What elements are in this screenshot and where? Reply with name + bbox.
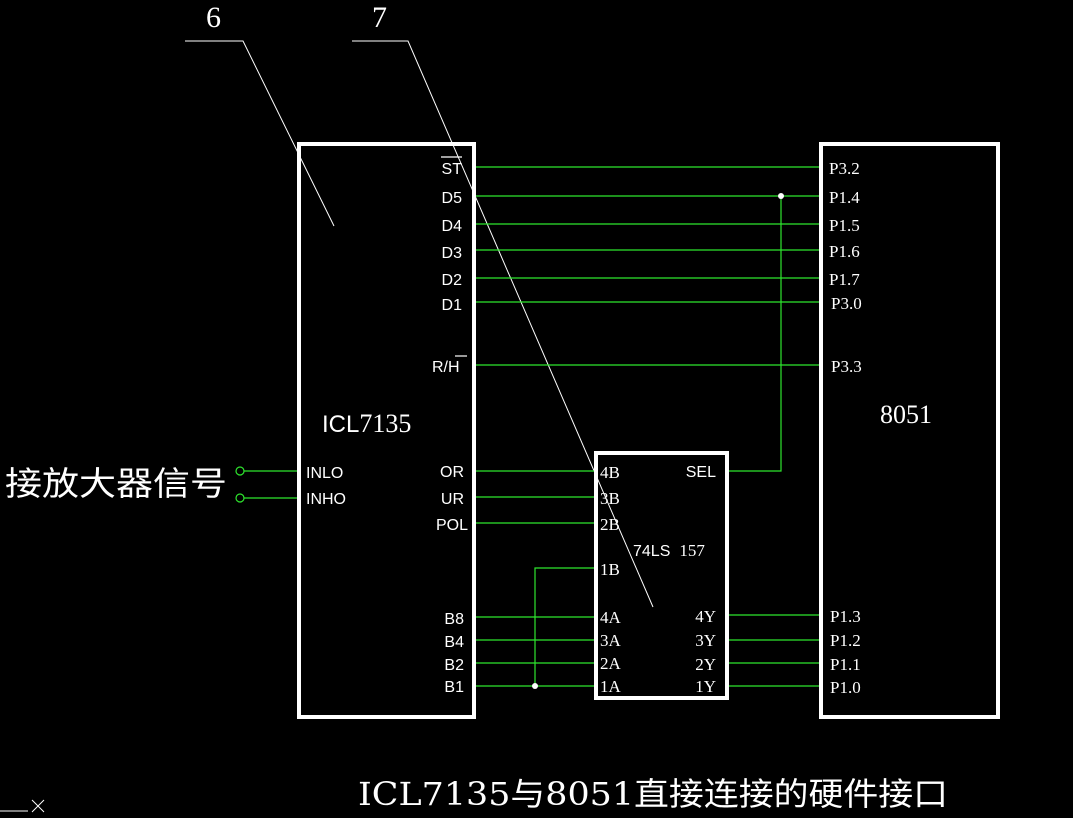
callout-7-label: 7 [372,1,387,34]
pin-1b: 1B [600,560,620,579]
figure-caption: ICL7135与8051直接连接的硬件接口 [358,775,948,813]
terminal-inlo-icon [235,466,245,476]
ucs-corner-icon [0,799,45,813]
pin-b4: B4 [444,634,464,651]
pin-b2: B2 [444,657,464,674]
pin-d5: D5 [442,190,463,207]
pin-d3: D3 [442,245,463,262]
pin-p17: P1.7 [829,270,860,289]
pin-d2: D2 [442,272,463,289]
callout-6: 6 [185,1,335,227]
input-signal-label: 接放大器信号 [5,464,227,503]
callout-6-leader [185,40,335,227]
pin-4y: 4Y [695,607,716,626]
callout-6-label: 6 [206,1,221,34]
pin-inho: INHO [306,491,346,508]
pin-p30: P3.0 [831,294,862,313]
pin-ur: UR [441,491,464,508]
pin-3y: 3Y [695,631,716,650]
pin-p32: P3.2 [829,159,860,178]
pin-p12: P1.2 [830,631,861,650]
wire-sel-p14 [727,196,782,472]
pin-b1: B1 [444,679,464,696]
terminal-inho-icon [235,493,245,503]
mcu8051-outline [819,142,1000,719]
wires [235,166,820,687]
icl7135-outline [297,142,476,719]
pin-sel: SEL [686,464,716,481]
junction-dot-b1 [532,683,538,689]
pin-1y: 1Y [695,677,716,696]
mcu8051-name: 8051 [880,400,932,429]
junction-dot-p14 [778,193,784,199]
pin-p10: P1.0 [830,678,861,697]
pin-p11: P1.1 [830,655,861,674]
pin-2y: 2Y [695,655,716,674]
pin-d4: D4 [442,218,463,235]
pin-p33: P3.3 [831,357,862,376]
pin-2a: 2A [600,654,622,673]
pin-b8: B8 [444,611,464,628]
pin-p16: P1.6 [829,242,860,261]
pin-1a: 1A [600,677,622,696]
pin-inlo: INLO [306,465,343,482]
icl7135-name: ICL7135 [322,409,411,438]
pin-p15: P1.5 [829,216,860,235]
pin-rh: R/H [432,359,460,376]
pin-or: OR [440,464,464,481]
wire-1b-b1 [534,567,596,686]
pin-3a: 3A [600,631,622,650]
pin-p13: P1.3 [830,607,861,626]
callout-7-leader [352,40,654,608]
pin-d1: D1 [442,297,463,314]
pin-2b: 2B [600,515,620,534]
pin-pol: POL [436,517,468,534]
pin-3b: 3B [600,489,620,508]
callout-7: 7 [352,1,654,608]
pin-st: ST [442,161,463,178]
pin-4b: 4B [600,463,620,482]
pin-4a: 4A [600,608,622,627]
pin-p14: P1.4 [829,188,860,207]
mux157-outline [594,451,729,700]
mcu8051-chip: 8051 P3.2 P1.4 P1.5 P1.6 P1.7 P3.0 P3.3 … [819,142,1000,719]
icl7135-chip: ICL7135 ST D5 D4 D3 D2 D1 R/H INLO INHO … [297,142,476,719]
